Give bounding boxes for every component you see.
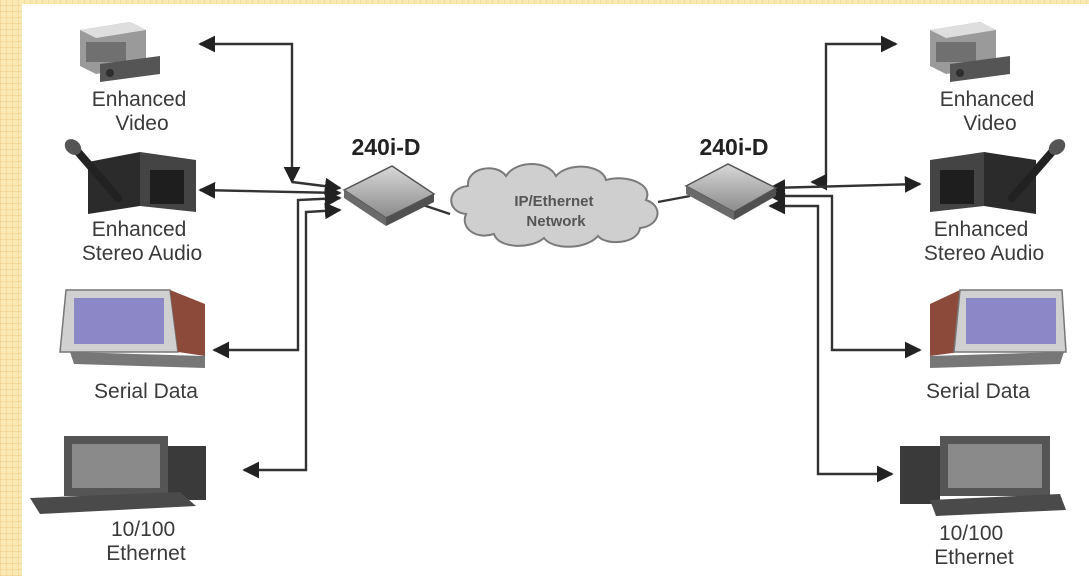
left-video-label-line1: Enhanced xyxy=(92,88,187,111)
network-cloud-label-line1: IP/Ethernet xyxy=(514,193,593,210)
left-video-label: Enhanced Video xyxy=(92,88,192,135)
left-audio-wire xyxy=(198,181,342,202)
right-ethernet-label: 10/100 Ethernet xyxy=(934,522,1014,569)
left-video-device-icon xyxy=(80,22,160,82)
left-audio-label-line2: Stereo Audio xyxy=(82,242,202,265)
left-ethernet-wire xyxy=(242,202,342,479)
right-video-wire xyxy=(810,35,898,191)
left-240i-d-unit-icon xyxy=(342,165,436,226)
right-video-label-line1: Enhanced xyxy=(940,88,1035,111)
right-serial-device-icon xyxy=(930,289,1067,368)
right-ethernet-label-line2: Ethernet xyxy=(934,546,1014,569)
network-cloud-label-line2: Network xyxy=(526,213,586,230)
left-serial-wire xyxy=(212,190,342,359)
left-video-wire-end xyxy=(291,177,342,195)
right-ethernet-wire xyxy=(768,197,894,483)
right-audio-wire xyxy=(768,176,922,196)
left-audio-device-icon xyxy=(64,139,196,214)
right-serial-label-line1: Serial Data xyxy=(926,380,1030,403)
right-audio-device-icon xyxy=(930,139,1066,214)
left-audio-label: Enhanced Stereo Audio xyxy=(82,218,202,265)
left-ethernet-device-icon xyxy=(30,436,206,514)
left-audio-label-line1: Enhanced xyxy=(92,218,187,241)
network-cloud-label: IP/Ethernet Network xyxy=(514,193,597,230)
right-audio-label-line1: Enhanced xyxy=(934,218,1029,241)
right-ethernet-device-icon xyxy=(900,436,1066,516)
right-video-label-line2: Video xyxy=(963,112,1016,135)
left-video-wire xyxy=(198,35,301,184)
left-video-label-line2: Video xyxy=(115,112,168,135)
right-audio-label-line2: Stereo Audio xyxy=(924,242,1044,265)
right-wires xyxy=(657,35,922,483)
left-wires xyxy=(198,35,451,479)
left-ethernet-label-line2: Ethernet xyxy=(106,542,186,565)
right-serial-label: Serial Data xyxy=(926,380,1030,403)
right-video-label: Enhanced Video xyxy=(940,88,1040,135)
right-ethernet-label-line1: 10/100 xyxy=(939,522,1003,545)
network-cloud-icon xyxy=(450,163,659,248)
left-240i-d-label: 240i-D xyxy=(351,134,420,160)
right-serial-wire xyxy=(768,187,922,359)
right-video-device-icon xyxy=(930,22,1010,82)
right-240i-d-label: 240i-D xyxy=(699,134,768,160)
left-serial-device-icon xyxy=(59,289,205,368)
right-network-wire xyxy=(657,194,691,204)
right-240i-d-unit-icon xyxy=(684,163,778,220)
left-serial-label-line1: Serial Data xyxy=(94,380,198,403)
right-audio-label: Enhanced Stereo Audio xyxy=(924,218,1044,265)
left-ethernet-label-line1: 10/100 xyxy=(111,518,175,541)
left-ethernet-label: 10/100 Ethernet xyxy=(106,518,186,565)
left-serial-label: Serial Data xyxy=(94,380,198,403)
